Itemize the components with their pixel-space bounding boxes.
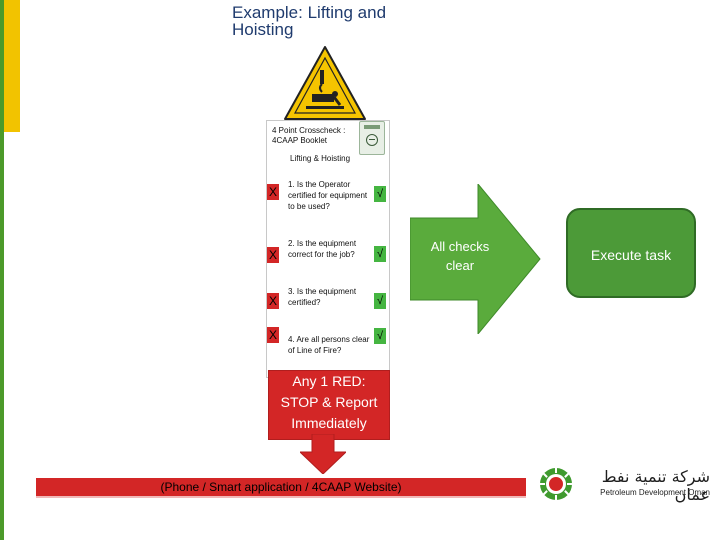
all-checks-clear-label: All checks clear (430, 239, 490, 273)
execute-task-box: Execute task (566, 208, 696, 298)
crosscheck-subtitle: Lifting & Hoisting (290, 154, 351, 163)
pdo-logo-icon (539, 467, 573, 501)
pass-mark-check: √ (374, 246, 386, 262)
check-question: 2. Is the equipment correct for the job? (288, 239, 357, 259)
stop-line-3: Immediately (291, 415, 367, 431)
lifting-hazard-warning-icon (284, 46, 366, 120)
right-arrow-icon (410, 184, 541, 334)
check-question: 3. Is the equipment certified? (288, 287, 357, 307)
crosscheck-header: 4 Point Crosscheck : 4CAAP Booklet (272, 126, 346, 145)
down-arrow-icon (300, 434, 346, 474)
4caap-booklet-icon (359, 121, 385, 155)
stop-report-box: Any 1 RED: STOP & Report Immediately (268, 370, 390, 440)
stop-line-2: STOP & Report (280, 394, 378, 410)
pass-mark-check: √ (374, 293, 386, 309)
pass-mark-check: √ (374, 186, 386, 202)
check-question: 4. Are all persons clear of Line of Fire… (288, 335, 370, 355)
left-accent-bar-green (0, 0, 4, 540)
left-accent-bar-yellow (4, 0, 20, 132)
pass-mark-check: √ (374, 328, 386, 344)
slide-title: Example: Lifting and Hoisting (232, 3, 387, 39)
crosscheck-panel (266, 120, 390, 378)
report-channels-banner: (Phone / Smart application / 4CAAP Websi… (36, 478, 526, 496)
check-question: 1. Is the Operator certified for equipme… (288, 180, 368, 211)
logo-arabic-text: شركة تنمية نفط عمان (601, 467, 710, 504)
fail-mark-x: X (267, 247, 279, 263)
logo-english-text: Petroleum Development Oman (600, 488, 710, 497)
fail-mark-x: X (267, 327, 279, 343)
fail-mark-x: X (267, 184, 279, 200)
fail-mark-x: X (267, 293, 279, 309)
stop-line-1: Any 1 RED: (292, 373, 366, 389)
